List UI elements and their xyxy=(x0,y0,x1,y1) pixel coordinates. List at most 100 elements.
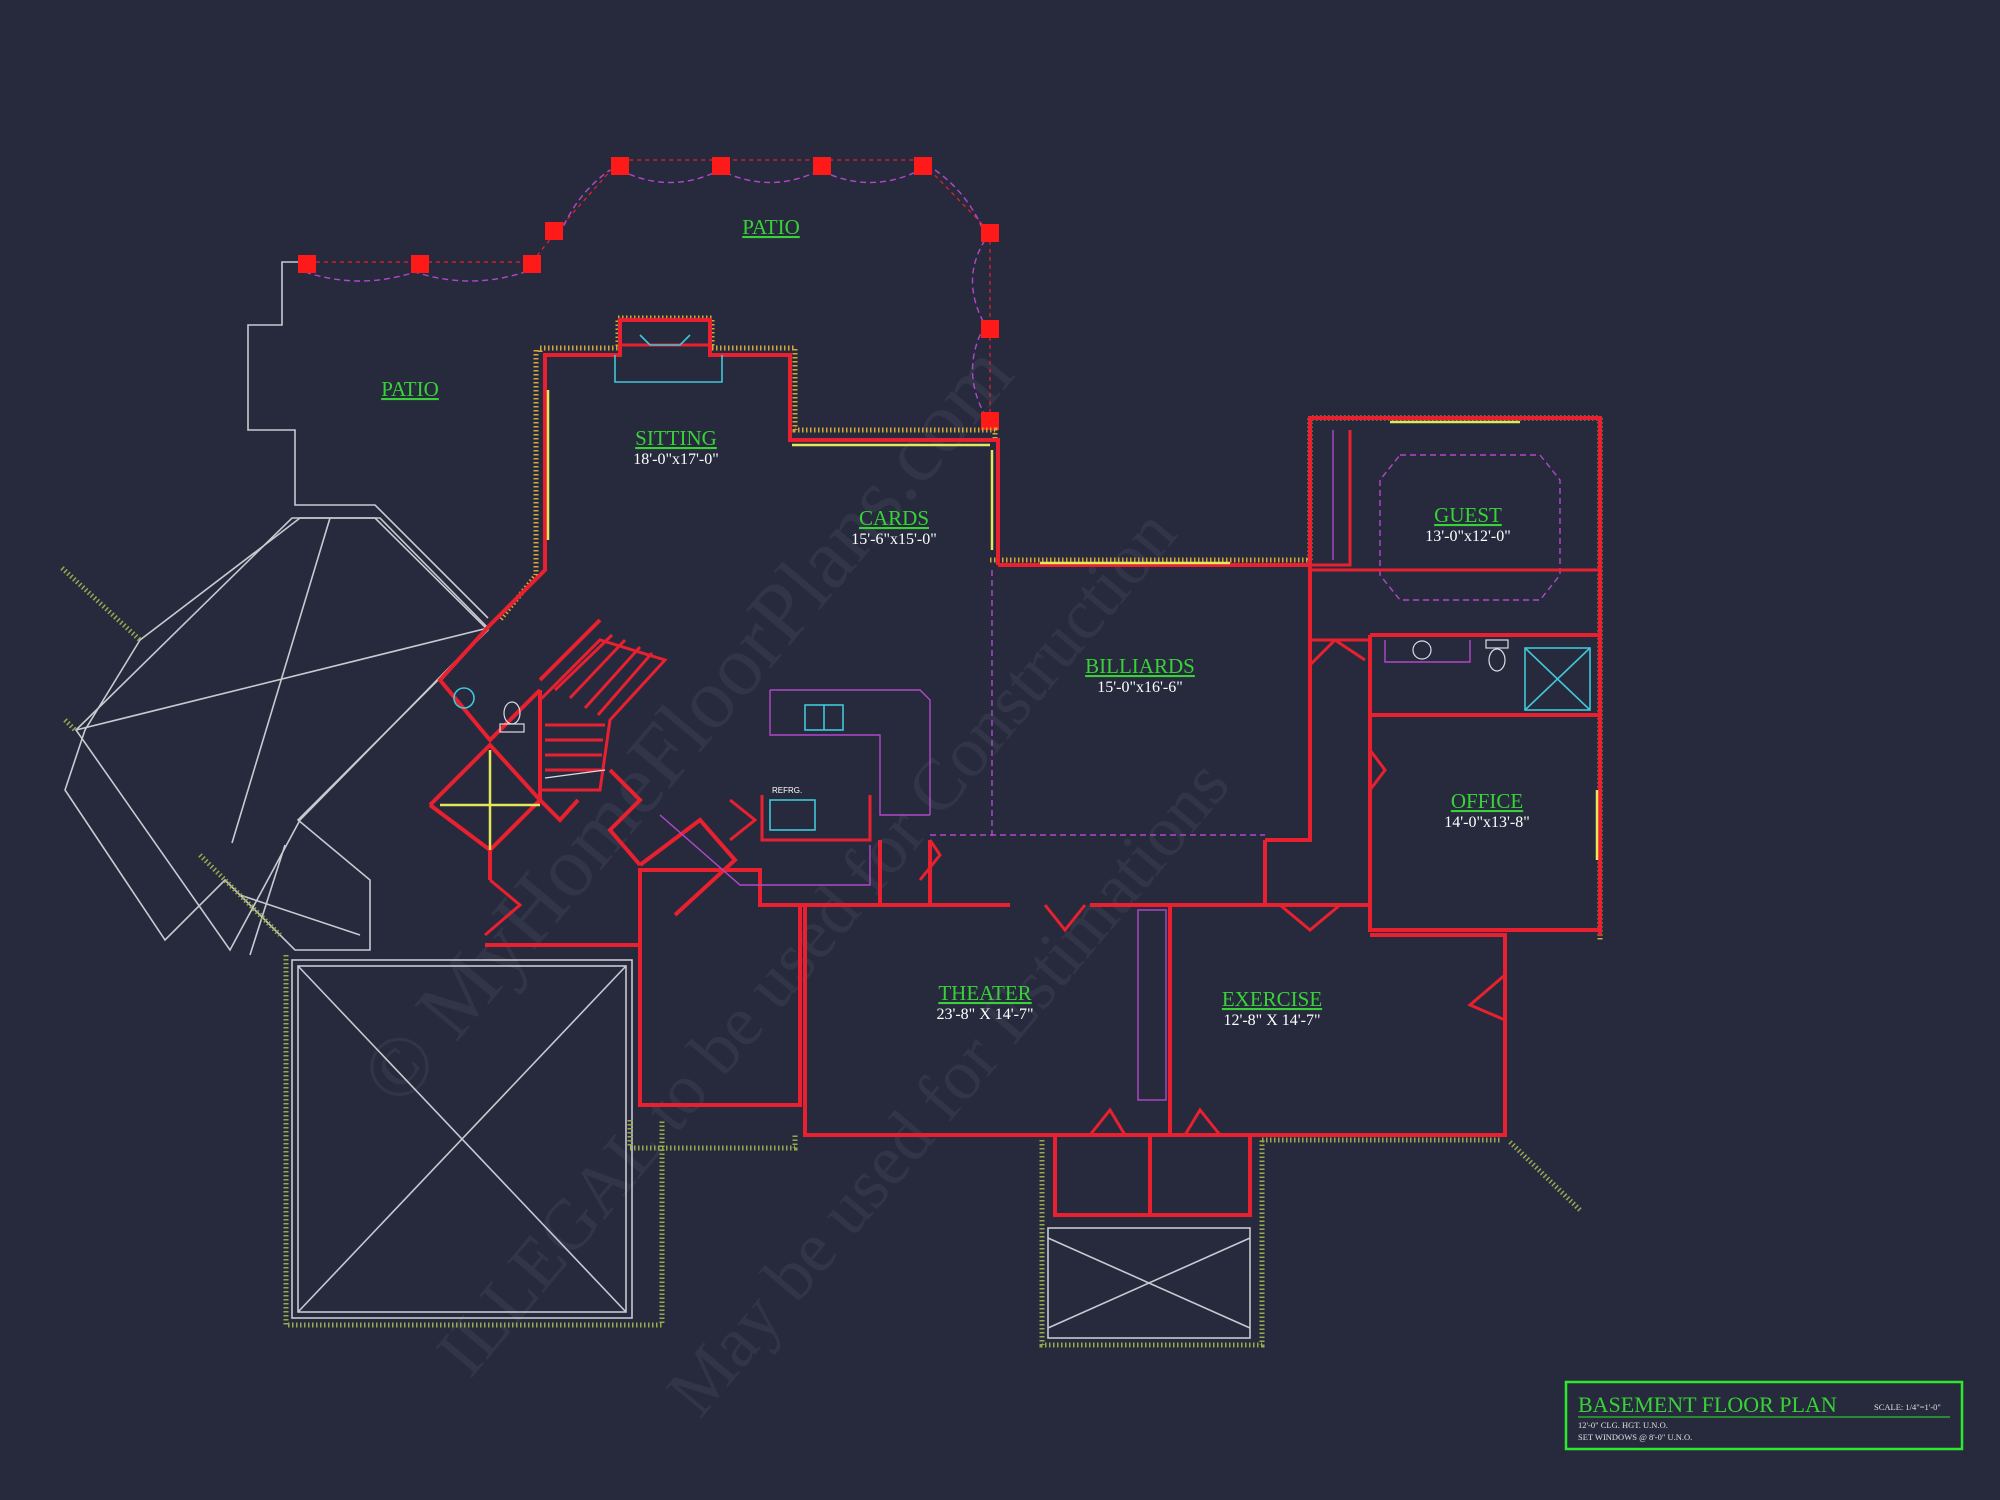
garage-slab-inner xyxy=(297,965,627,1313)
room-name-sitting: SITTING xyxy=(635,426,717,450)
bar-closet xyxy=(878,840,932,907)
room-name-patio-top: PATIO xyxy=(742,215,800,239)
title-block-title: BASEMENT FLOOR PLAN xyxy=(1578,1392,1837,1417)
right-step-hatch xyxy=(1508,1140,1582,1212)
bottom-closets xyxy=(1053,1135,1252,1217)
bar-base xyxy=(760,795,872,842)
fireplace xyxy=(618,320,712,347)
left-step-hatch-2 xyxy=(198,853,282,937)
title-block-scale: SCALE: 1/4"=1'-0" xyxy=(1874,1402,1941,1412)
fireplace-box xyxy=(639,334,691,346)
stair-arrow xyxy=(544,769,606,779)
bath-vanity xyxy=(1384,640,1471,663)
mech-room xyxy=(428,742,543,853)
column xyxy=(298,255,316,273)
title-block-note-2: SET WINDOWS @ 8'-0" U.N.O. xyxy=(1578,1432,1692,1442)
slab-diag-2 xyxy=(75,627,489,731)
room-dim-sitting: 18'-0"x17'-0" xyxy=(633,451,718,468)
room-name-guest: GUEST xyxy=(1434,503,1502,527)
closet-door-1 xyxy=(1088,1107,1127,1136)
column xyxy=(981,320,999,338)
stair-top-wall xyxy=(538,618,602,682)
title-block-note-1: 12'-0" CLG. HGT. U.N.O. xyxy=(1578,1420,1668,1430)
shower xyxy=(1524,647,1591,711)
column xyxy=(545,222,563,240)
room-labels: PATIO PATIO SITTING 18'-0"x17'-0" CARDS … xyxy=(381,215,1530,1029)
angled-slab-outline xyxy=(64,517,490,951)
title-block: BASEMENT FLOOR PLAN SCALE: 1/4"=1'-0" 12… xyxy=(1564,1380,1964,1451)
office-door xyxy=(1368,749,1387,791)
left-patio-outline xyxy=(247,261,489,619)
left-step-hatch-3 xyxy=(63,718,77,732)
wet-bar-angle xyxy=(638,817,738,917)
garage-door xyxy=(484,878,523,937)
sitting-left-hatch xyxy=(498,350,539,622)
garage-slab xyxy=(291,959,633,1319)
powder-sink xyxy=(453,687,475,709)
room-name-office: OFFICE xyxy=(1451,789,1523,813)
stair-tread xyxy=(596,652,654,716)
watermark-line-3: May be used for Estimations xyxy=(651,745,1244,1431)
room-name-theater: THEATER xyxy=(938,981,1031,1005)
hall-wall xyxy=(638,868,805,945)
patio-right-arch xyxy=(971,239,986,416)
guest-wall xyxy=(1308,416,1602,935)
window-well xyxy=(1047,1227,1251,1339)
room-dim-cards: 15'-6"x15'-0" xyxy=(851,531,936,548)
column xyxy=(411,255,429,273)
stair-tread xyxy=(553,633,614,692)
room-dim-guest: 13'-0"x12'-0" xyxy=(1425,528,1510,545)
garage-x-2 xyxy=(297,965,627,1313)
theater-left-wall xyxy=(803,905,1090,1137)
guest-bed xyxy=(1379,454,1561,601)
storage-wall xyxy=(1370,933,1507,1137)
powder-toilet-tank xyxy=(499,723,525,733)
room-dim-exercise: 12'-8" X 14'-7" xyxy=(1223,1012,1320,1029)
column xyxy=(813,157,831,175)
office-wall xyxy=(1368,715,1600,932)
slab-diag-3 xyxy=(249,844,286,956)
bath-door xyxy=(1308,638,1366,667)
storage-door xyxy=(1467,973,1506,1022)
closet-door-2 xyxy=(1183,1107,1222,1136)
guest-closet xyxy=(1310,430,1352,567)
bath-toilet-tank xyxy=(1485,639,1509,649)
room-name-patio-left: PATIO xyxy=(381,377,439,401)
stair-tread xyxy=(583,645,642,710)
exercise-door xyxy=(1279,903,1341,932)
patio-corner-arch-l xyxy=(559,169,611,236)
patio-corner-arch-r xyxy=(934,169,986,236)
refrigerator-label: REFRG. xyxy=(772,786,802,795)
bath-sink xyxy=(1412,640,1432,660)
room-dim-office: 14'-0"x13'-8" xyxy=(1444,814,1529,831)
column xyxy=(981,412,999,430)
stair-tread xyxy=(568,638,627,700)
left-step-hatch xyxy=(60,566,142,642)
column xyxy=(981,224,999,242)
exercise-equipment xyxy=(1137,909,1167,1101)
bath-toilet xyxy=(1488,648,1506,672)
slab-diag-4 xyxy=(239,894,361,936)
title-block-border xyxy=(1564,1380,1964,1451)
room-name-cards: CARDS xyxy=(859,506,929,530)
slab-diag-1 xyxy=(231,517,331,844)
bar-door xyxy=(729,798,758,842)
staircase xyxy=(538,633,668,792)
bar-counter-front xyxy=(769,690,930,816)
bar-counter-back xyxy=(770,689,931,815)
patio-top-arch xyxy=(619,169,921,184)
room-dim-theater: 23'-8" X 14'-7" xyxy=(936,1006,1033,1023)
stair-outline xyxy=(538,638,668,792)
garage-foundation-hatch xyxy=(283,955,665,1328)
patio-left-arch xyxy=(304,271,526,282)
stair-left-wall xyxy=(538,690,580,823)
column xyxy=(914,157,932,175)
column xyxy=(611,157,629,175)
bar-rail xyxy=(659,814,871,886)
room-dim-billiards: 15'-0"x16'-6" xyxy=(1097,679,1182,696)
refrigerator xyxy=(769,799,816,831)
powder-room xyxy=(437,623,542,743)
fireplace-hearth xyxy=(614,355,723,383)
shower-x-2 xyxy=(1524,647,1591,711)
